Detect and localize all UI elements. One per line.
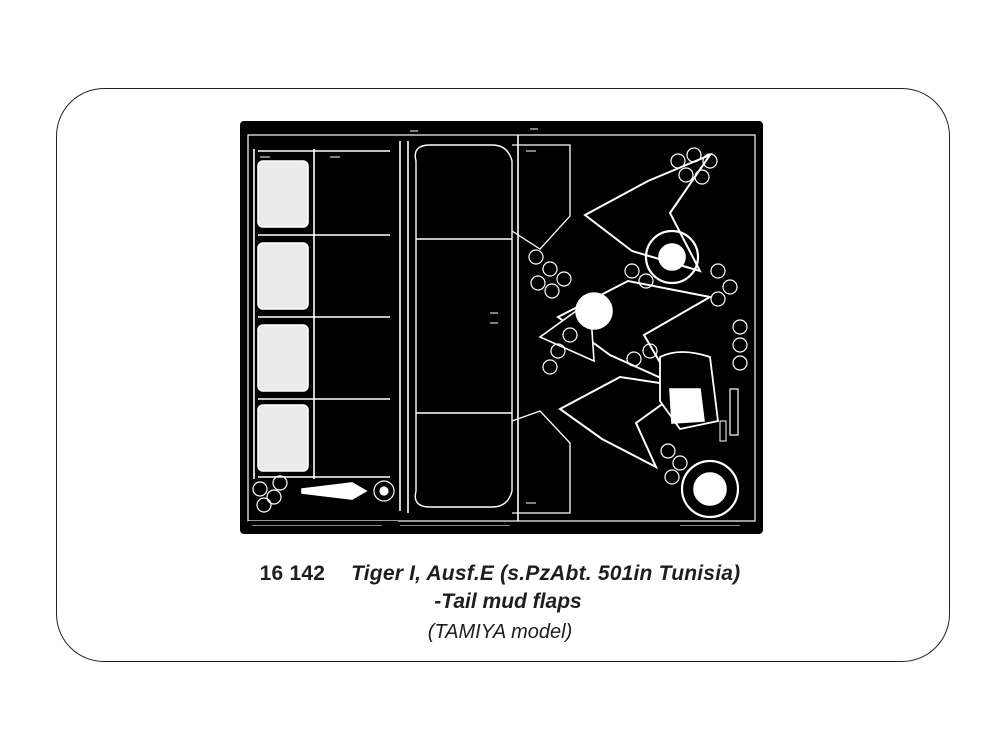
product-title-line: 16 142 Tiger I, Ausf.E (s.PzAbt. 501in Tu… xyxy=(0,562,1000,586)
product-model-note: (TAMIYA model) xyxy=(427,621,573,643)
photo-etched-fret-image xyxy=(240,121,763,534)
product-code: 16 142 xyxy=(259,562,326,585)
product-subtitle: -Tail mud flaps xyxy=(434,590,582,613)
product-title: Tiger I, Ausf.E (s.PzAbt. 501in Tunisia) xyxy=(351,562,741,585)
